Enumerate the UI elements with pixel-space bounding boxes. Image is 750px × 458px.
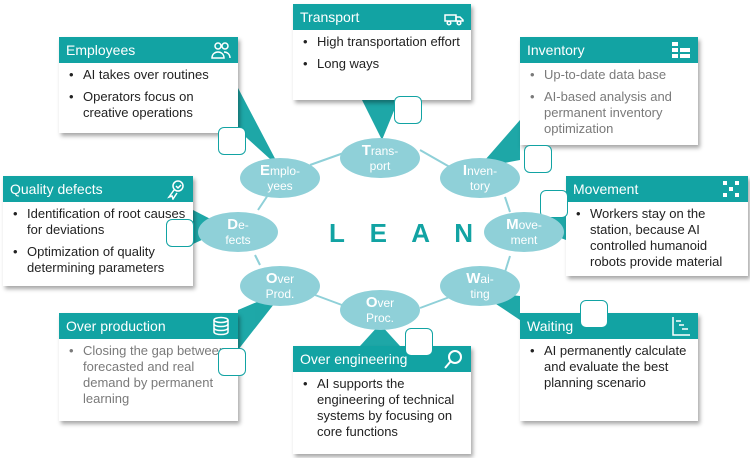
- truck-icon: [444, 14, 464, 26]
- overproduction-box: Over production Closing the gap between …: [59, 313, 238, 421]
- inventory-icon: [672, 42, 690, 58]
- movement-list: Workers stay on the station, because AI …: [566, 206, 748, 276]
- transport-list: High transportation effort Long ways: [293, 34, 471, 78]
- quality-item: Identification of root causes for deviat…: [11, 206, 187, 238]
- inventory-item: AI-based analysis and permanent inventor…: [528, 89, 692, 137]
- ellipse-employees: Emplo-yees: [240, 158, 320, 198]
- ellipse-inventory: Inven-tory: [440, 158, 520, 198]
- inventory-title: Inventory: [520, 37, 698, 63]
- ai-chip-icon: [218, 348, 246, 376]
- overengineering-title: Over engineering: [293, 346, 471, 372]
- inventory-box: Inventory Up-to-date data base AI-based …: [520, 37, 698, 145]
- movement-box: Movement Workers stay on the station, be…: [566, 176, 748, 276]
- inventory-item: Up-to-date data base: [528, 67, 692, 83]
- quality-list: Identification of root causes for deviat…: [3, 206, 193, 282]
- ellipse-transport: Trans-port: [340, 138, 420, 178]
- connector-transport: [360, 96, 400, 140]
- transport-item: Long ways: [301, 56, 465, 72]
- overengineering-item: AI supports the engineering of technical…: [301, 376, 465, 440]
- waiting-list: AI permanently calculate and evaluate th…: [520, 343, 698, 397]
- transport-title: Transport: [293, 4, 471, 30]
- movement-title: Movement: [566, 176, 748, 202]
- overproduction-title: Over production: [59, 313, 238, 339]
- employees-box: Employees AI takes over routines Operato…: [59, 37, 238, 133]
- ellipse-waiting: Wai-ting: [440, 266, 520, 306]
- waiting-title: Waiting: [520, 313, 698, 339]
- transport-box: Transport High transportation effort Lon…: [293, 4, 471, 100]
- waiting-item: AI permanently calculate and evaluate th…: [528, 343, 692, 391]
- ai-chip-icon: [540, 190, 568, 218]
- employees-item: Operators focus on creative operations: [67, 89, 232, 121]
- quality-title: Quality defects: [3, 176, 193, 202]
- employees-item: AI takes over routines: [67, 67, 232, 83]
- coins-icon: [213, 316, 229, 336]
- movement-item: Workers stay on the station, because AI …: [574, 206, 742, 270]
- quality-item: Optimization of quality determining para…: [11, 244, 187, 276]
- transport-item: High transportation effort: [301, 34, 465, 50]
- ai-chip-icon: [218, 127, 246, 155]
- gantt-icon: [672, 317, 690, 336]
- ai-chip-icon: [166, 219, 194, 247]
- overproduction-item: Closing the gap between forecasted and r…: [67, 343, 232, 407]
- waiting-box: Waiting AI permanently calculate and eva…: [520, 313, 698, 421]
- employees-list: AI takes over routines Operators focus o…: [59, 67, 238, 127]
- overengineering-list: AI supports the engineering of technical…: [293, 376, 471, 446]
- movement-icon: [723, 181, 739, 197]
- ai-chip-icon: [405, 328, 433, 356]
- inventory-list: Up-to-date data base AI-based analysis a…: [520, 67, 698, 143]
- ai-chip-icon: [394, 96, 422, 124]
- ai-chip-icon: [524, 145, 552, 173]
- magnifier-icon: [444, 350, 462, 369]
- ellipse-movement: Move-ment: [484, 212, 564, 252]
- overengineering-box: Over engineering AI supports the enginee…: [293, 346, 471, 454]
- ai-chip-icon: [580, 300, 608, 328]
- connector-employees: [238, 88, 280, 168]
- connector-inventory: [478, 120, 520, 168]
- lean-title: L E A N: [329, 218, 483, 248]
- people-icon: [211, 42, 231, 59]
- employees-title: Employees: [59, 37, 238, 63]
- connector-overengineering: [360, 324, 400, 346]
- ellipse-defects: De-fects: [198, 212, 278, 252]
- quality-box: Quality defects Identification of root c…: [3, 176, 193, 286]
- overproduction-list: Closing the gap between forecasted and r…: [59, 343, 238, 413]
- award-icon: [167, 180, 184, 200]
